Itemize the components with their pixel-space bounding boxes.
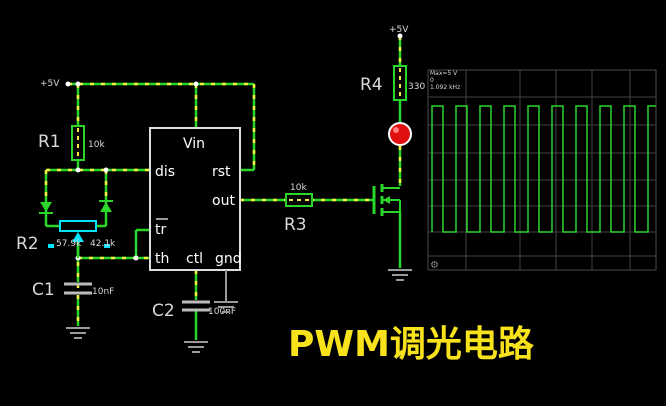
- r2-value-left: 57.9k: [56, 239, 82, 249]
- pin-out: out: [212, 193, 235, 209]
- pin-th: th: [155, 251, 169, 267]
- pin-rst: rst: [212, 164, 231, 180]
- pin-vin: Vin: [183, 136, 205, 152]
- ground-mosfet: [388, 269, 412, 281]
- c1-value: 10nF: [92, 287, 114, 297]
- r1-value: 10k: [88, 140, 105, 150]
- led[interactable]: [388, 122, 412, 146]
- scope-zero-label: 0: [430, 77, 434, 84]
- potentiometer-r2[interactable]: [59, 220, 97, 232]
- ground-c1: [66, 327, 90, 339]
- mosfet[interactable]: [372, 184, 401, 216]
- pin-ctl: ctl: [186, 251, 203, 267]
- r4-name: R4: [360, 75, 383, 95]
- r3-name: R3: [284, 215, 307, 235]
- potentiometer-wiper[interactable]: [72, 232, 84, 242]
- pot-left-marker: [48, 244, 54, 248]
- pwm-waveform: [431, 105, 656, 233]
- r3-value: 10k: [290, 183, 307, 193]
- resistor-r1[interactable]: [71, 125, 85, 161]
- oscilloscope-grid: [427, 69, 657, 271]
- resistor-r4[interactable]: [393, 65, 407, 101]
- page-title: PWM调光电路: [288, 324, 535, 365]
- diode-right[interactable]: [99, 200, 113, 212]
- pin-tr: tr: [155, 222, 166, 238]
- pin-dis: dis: [155, 164, 175, 180]
- pot-right-marker: [104, 244, 110, 248]
- capacitor-c2[interactable]: [182, 300, 210, 312]
- diode-left[interactable]: [39, 202, 53, 214]
- supply-label-top: +5V: [389, 25, 409, 35]
- scope-freq-label: 1.092 kHz: [430, 84, 460, 91]
- supply-label-left: +5V: [40, 79, 60, 89]
- capacitor-c1[interactable]: [64, 282, 92, 295]
- r1-name: R1: [38, 132, 61, 152]
- ground-ic: [214, 270, 238, 313]
- c1-name: C1: [32, 280, 55, 300]
- r2-name: R2: [16, 234, 39, 254]
- current-flow: [44, 36, 402, 326]
- timer-ic[interactable]: [149, 127, 241, 271]
- pin-gnd: gnd: [215, 251, 242, 267]
- junction-dots: [65, 33, 403, 261]
- scope-settings-icon[interactable]: ⚙: [430, 260, 439, 271]
- r4-value: 330: [408, 82, 425, 92]
- scope-max-label: Max=5 V: [430, 70, 458, 77]
- r2-value-right: 42.1k: [90, 239, 116, 249]
- c2-name: C2: [152, 301, 175, 321]
- ground-c2: [184, 341, 208, 353]
